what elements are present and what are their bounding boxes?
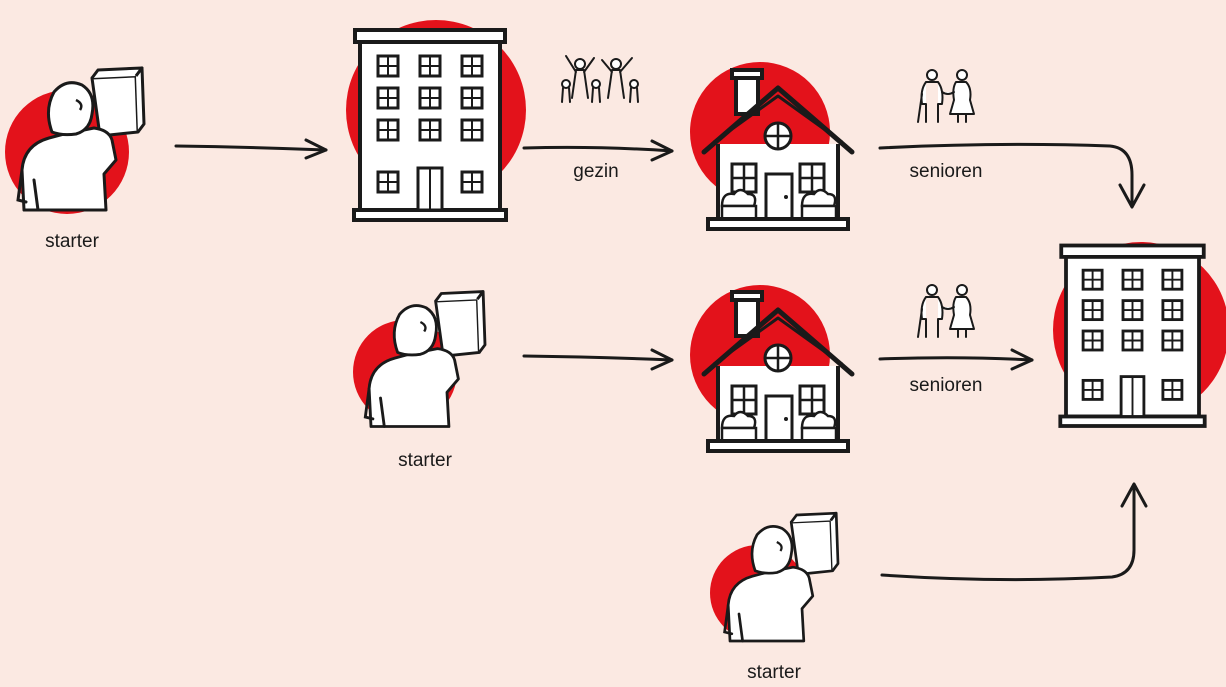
arrow-starter-to-apartment-curved [880,482,1148,582]
label-senioren: senioren [909,161,983,182]
arrow-house-to-apartment [878,348,1034,371]
senior-couple-icon [917,284,975,338]
label-starter: starter [398,450,452,471]
senior-couple-icon [917,69,975,123]
label-starter: starter [747,662,801,683]
arrow-apartment-to-house [522,139,674,162]
family-icon [561,55,639,103]
apartment-building-icon [352,28,508,222]
label-senioren: senioren [909,375,983,396]
label-gezin: gezin [573,161,619,182]
apartment-building-icon [1058,243,1207,428]
flow-arrows [174,138,1148,582]
arrow-starter-to-house [522,348,674,371]
arrow-house-to-apartment-curved [878,142,1146,209]
accent-circles [5,20,1226,641]
arrow-starter-to-apartment [174,138,328,160]
label-starter: starter [45,231,99,252]
